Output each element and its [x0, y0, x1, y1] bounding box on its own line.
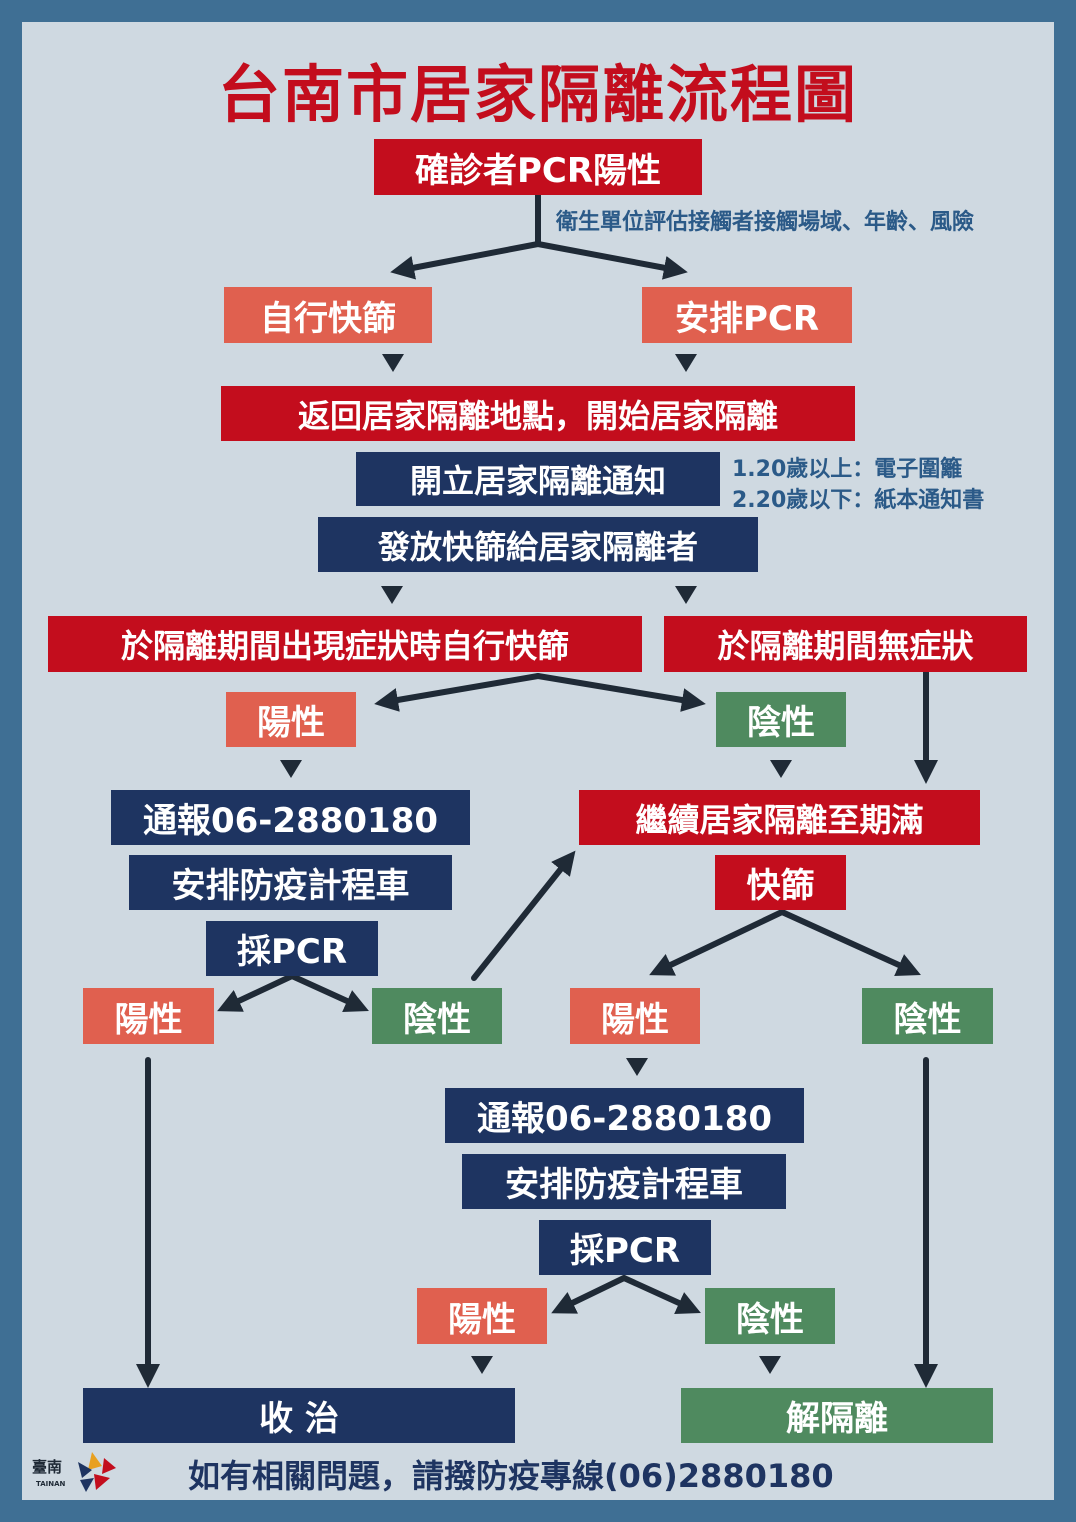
no-symptoms-box: 於隔離期間無症狀: [664, 616, 1027, 672]
notice-note-1: 1.20歲以上：電子圍籬: [732, 457, 963, 482]
symptoms-self-test-box: 於隔離期間出現症狀時自行快篩: [48, 616, 642, 672]
release-box: 解隔離: [681, 1388, 993, 1443]
arrow-pcr-positive: [217, 973, 295, 1012]
arrowhead-arrange-pcr-down: [675, 354, 697, 372]
arrow-to-negative-1: [535, 673, 706, 712]
positive-box-3: 陽性: [570, 988, 700, 1044]
negative-box-3: 陰性: [862, 988, 993, 1044]
collect-pcr-box-1: 採PCR: [206, 921, 378, 976]
arrowhead-self-test-down: [382, 354, 404, 372]
arrow-pcr-negative: [289, 973, 369, 1012]
report-phone-box-2: 通報06-2880180: [445, 1088, 804, 1143]
positive-box-4: 陽性: [417, 1288, 547, 1344]
tainan-emblem-icon: [78, 1452, 116, 1492]
arrow-rapid-negative: [779, 909, 921, 976]
rapid-test-box: 快篩: [715, 855, 846, 910]
arrowhead-positive-down: [280, 760, 302, 778]
collect-pcr-box-2: 採PCR: [539, 1220, 711, 1275]
hotline-footer: 如有相關問題，請撥防疫專線(06)2880180: [188, 1457, 834, 1495]
arrow-to-positive-1: [374, 673, 541, 712]
notice-note-2: 2.20歲以下：紙本通知書: [732, 488, 985, 513]
arrange-pcr-box: 安排PCR: [642, 287, 852, 343]
arrowhead-rapid-positive-down: [626, 1058, 648, 1076]
positive-box-1: 陽性: [226, 692, 356, 747]
continue-isolation-box: 繼續居家隔離至期滿: [579, 790, 980, 845]
arrow-negative-to-continue: [471, 850, 576, 981]
issue-notice-box: 開立居家隔離通知: [356, 452, 720, 506]
arrange-taxi-box-2: 安排防疫計程車: [462, 1154, 786, 1209]
negative-box-4: 陰性: [705, 1288, 835, 1344]
arrowhead-kits-left: [381, 586, 403, 604]
self-rapid-test-box: 自行快篩: [224, 287, 432, 343]
report-phone-box-1: 通報06-2880180: [111, 790, 470, 845]
negative-box-2: 陰性: [372, 988, 502, 1044]
confirmed-pcr-positive-box: 確診者PCR陽性: [374, 139, 702, 195]
arrow-to-self-test: [390, 241, 541, 280]
tainan-logo: 臺南 TAINAN: [30, 1448, 120, 1494]
logo-subtext: TAINAN: [36, 1480, 66, 1488]
arrow-pcr2-positive: [551, 1275, 627, 1314]
arrow-to-arrange-pcr: [535, 241, 688, 280]
positive-box-2: 陽性: [83, 988, 214, 1044]
arrowhead-kits-right: [675, 586, 697, 604]
treatment-box: 收 治: [83, 1388, 515, 1443]
page-title: 台南市居家隔離流程圖: [217, 58, 858, 131]
arrow-rapid-positive: [649, 909, 785, 976]
arrowhead-pcr2-negative-down: [759, 1356, 781, 1374]
arrange-taxi-box-1: 安排防疫計程車: [129, 855, 452, 910]
arrowhead-pcr2-positive-down: [471, 1356, 493, 1374]
return-home-isolation-box: 返回居家隔離地點，開始居家隔離: [221, 386, 855, 441]
flowchart-panel: [22, 22, 1054, 1500]
arrow-pcr2-negative: [621, 1275, 701, 1314]
arrowhead-negative-down: [770, 760, 792, 778]
negative-box-1: 陰性: [716, 692, 846, 747]
logo-text: 臺南: [32, 1458, 63, 1476]
distribute-kits-box: 發放快篩給居家隔離者: [318, 517, 758, 572]
assessment-note: 衛生單位評估接觸者接觸場域、年齡、風險: [556, 210, 975, 235]
